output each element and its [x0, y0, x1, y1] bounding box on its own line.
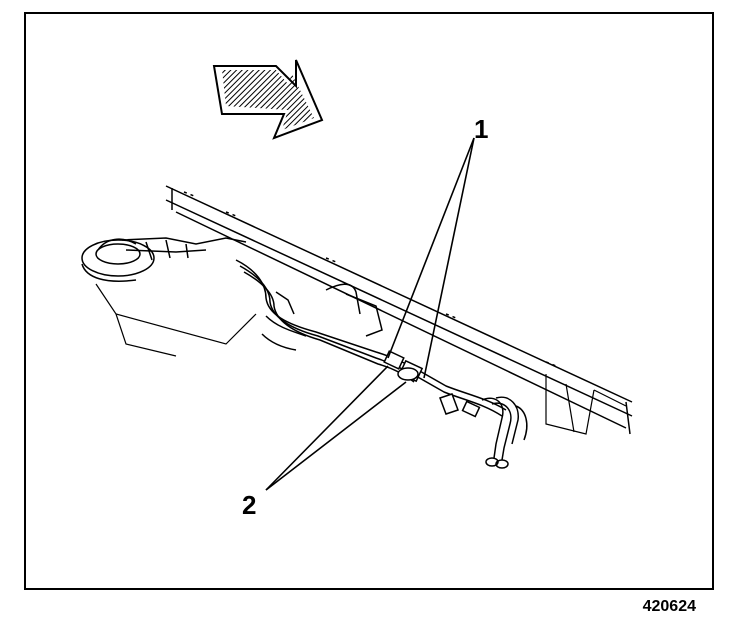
line-art: [81, 59, 633, 491]
floor-panel: [95, 283, 627, 435]
callout-label-1: 1: [474, 114, 489, 144]
figure-id: 420624: [642, 598, 696, 615]
direction-arrow-icon: [212, 59, 324, 140]
fuel-tank: [81, 237, 247, 282]
line-clips: [383, 350, 481, 418]
line-bundle: [235, 259, 507, 417]
hoses: [481, 396, 528, 469]
leader-lines: [265, 137, 475, 491]
callout-label-2: 2: [242, 490, 257, 520]
frame-rail: [165, 185, 633, 435]
diagram-frame: 1 2: [24, 12, 714, 590]
